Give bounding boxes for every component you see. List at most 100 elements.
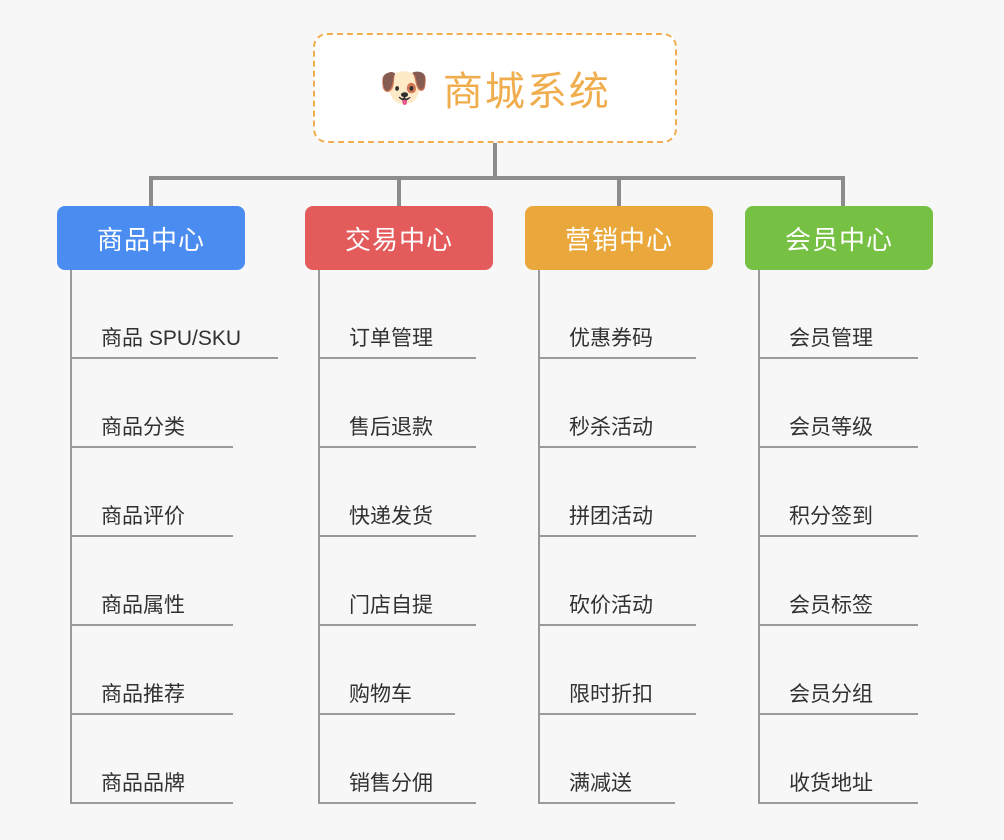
branch-spine (318, 270, 320, 804)
dog-face-icon: 🐶 (379, 66, 429, 110)
branch-item[interactable]: 商品评价 (70, 448, 245, 537)
branch-item-underline (538, 802, 675, 804)
branch-header[interactable]: 会员中心 (745, 206, 933, 270)
branch-item-list: 会员管理会员等级积分签到会员标签会员分组收货地址 (745, 270, 933, 804)
branch-header[interactable]: 交易中心 (305, 206, 493, 270)
branch-item-label: 积分签到 (789, 505, 873, 528)
branch-item[interactable]: 会员等级 (758, 359, 933, 448)
branch-item-underline (758, 624, 918, 626)
branch-column: 会员中心会员管理会员等级积分签到会员标签会员分组收货地址 (745, 206, 933, 804)
branch-item-underline (538, 535, 696, 537)
branch-spine (70, 270, 72, 804)
branch-item-label: 砍价活动 (569, 594, 653, 617)
connector-drop-4 (841, 176, 845, 208)
branch-item-label: 商品评价 (101, 505, 185, 528)
branch-item[interactable]: 商品属性 (70, 537, 245, 626)
branch-item-underline (70, 802, 233, 804)
branch-item-underline (538, 446, 696, 448)
branch-item[interactable]: 收货地址 (758, 715, 933, 804)
branch-item-underline (70, 535, 233, 537)
branch-column: 交易中心订单管理售后退款快递发货门店自提购物车销售分佣 (305, 206, 493, 804)
branch-item[interactable]: 商品推荐 (70, 626, 245, 715)
branch-item-underline (758, 713, 918, 715)
branch-item-label: 快递发货 (349, 505, 433, 528)
branch-item-label: 商品属性 (101, 594, 185, 617)
branch-item-label: 满减送 (569, 772, 632, 795)
branch-item-underline (318, 802, 476, 804)
branch-item-label: 限时折扣 (569, 683, 653, 706)
branch-item-label: 商品推荐 (101, 683, 185, 706)
branch-item[interactable]: 会员管理 (758, 270, 933, 359)
branch-item[interactable]: 会员标签 (758, 537, 933, 626)
branch-item[interactable]: 会员分组 (758, 626, 933, 715)
branch-item[interactable]: 积分签到 (758, 448, 933, 537)
branch-spine (758, 270, 760, 804)
branch-column: 营销中心优惠券码秒杀活动拼团活动砍价活动限时折扣满减送 (525, 206, 713, 804)
branch-item-list: 订单管理售后退款快递发货门店自提购物车销售分佣 (305, 270, 493, 804)
connector-drop-2 (397, 176, 401, 208)
branch-item[interactable]: 门店自提 (318, 537, 493, 626)
branch-item[interactable]: 秒杀活动 (538, 359, 713, 448)
branch-item-label: 优惠券码 (569, 327, 653, 350)
branch-item-list: 优惠券码秒杀活动拼团活动砍价活动限时折扣满减送 (525, 270, 713, 804)
branch-item-label: 拼团活动 (569, 505, 653, 528)
branch-item-label: 商品 SPU/SKU (101, 327, 242, 350)
branch-item[interactable]: 订单管理 (318, 270, 493, 359)
branch-item-underline (318, 713, 455, 715)
branch-item[interactable]: 购物车 (318, 626, 493, 715)
branch-spine (538, 270, 540, 804)
branch-item-underline (318, 357, 476, 359)
branch-header[interactable]: 营销中心 (525, 206, 713, 270)
branch-item[interactable]: 销售分佣 (318, 715, 493, 804)
branch-item-underline (538, 624, 696, 626)
branch-item[interactable]: 砍价活动 (538, 537, 713, 626)
branch-item[interactable]: 商品品牌 (70, 715, 245, 804)
branch-item-label: 会员分组 (789, 683, 873, 706)
branch-item-label: 订单管理 (349, 327, 433, 350)
branch-column: 商品中心商品 SPU/SKU 商品分类商品评价商品属性商品推荐商品品牌 (57, 206, 278, 804)
branch-item[interactable]: 满减送 (538, 715, 713, 804)
branch-item-label: 会员管理 (789, 327, 873, 350)
branch-item-list: 商品 SPU/SKU 商品分类商品评价商品属性商品推荐商品品牌 (57, 270, 278, 804)
branch-item-label: 会员等级 (789, 416, 873, 439)
branch-item-label: 商品分类 (101, 416, 185, 439)
connector-drop-3 (617, 176, 621, 208)
branch-item-underline (758, 535, 918, 537)
branch-item-underline (318, 535, 476, 537)
branch-item[interactable]: 限时折扣 (538, 626, 713, 715)
branch-item-underline (758, 357, 918, 359)
branch-item-label: 门店自提 (349, 594, 433, 617)
branch-item[interactable]: 售后退款 (318, 359, 493, 448)
branch-item-label: 会员标签 (789, 594, 873, 617)
root-node[interactable]: 🐶 商城系统 (313, 33, 677, 143)
branch-header-label: 营销中心 (564, 224, 673, 255)
branch-item[interactable]: 优惠券码 (538, 270, 713, 359)
connector-drop-1 (149, 176, 153, 208)
branch-item-underline (538, 713, 696, 715)
connector-root-stem (493, 143, 497, 178)
branch-item-underline (70, 446, 233, 448)
branch-item-label: 购物车 (349, 683, 412, 706)
branch-item[interactable]: 拼团活动 (538, 448, 713, 537)
branch-header-label: 商品中心 (96, 224, 205, 255)
branch-item-label: 销售分佣 (349, 772, 433, 795)
branch-item-underline (70, 624, 233, 626)
branch-header-label: 交易中心 (344, 224, 453, 255)
branch-header-label: 会员中心 (784, 224, 893, 255)
branch-item[interactable]: 快递发货 (318, 448, 493, 537)
branch-item-label: 售后退款 (349, 416, 433, 439)
branch-item-label: 商品品牌 (101, 772, 185, 795)
branch-item[interactable]: 商品分类 (70, 359, 245, 448)
branch-item-underline (318, 446, 476, 448)
branch-header[interactable]: 商品中心 (57, 206, 245, 270)
connector-horizontal-bus (149, 176, 845, 180)
branch-item[interactable]: 商品 SPU/SKU (70, 270, 278, 359)
root-title: 商城系统 (442, 70, 611, 114)
branch-item-underline (70, 357, 278, 359)
branch-item-underline (758, 446, 918, 448)
branch-item-label: 收货地址 (789, 772, 873, 795)
branch-item-label: 秒杀活动 (569, 416, 653, 439)
branch-item-underline (538, 357, 696, 359)
branch-item-underline (758, 802, 918, 804)
